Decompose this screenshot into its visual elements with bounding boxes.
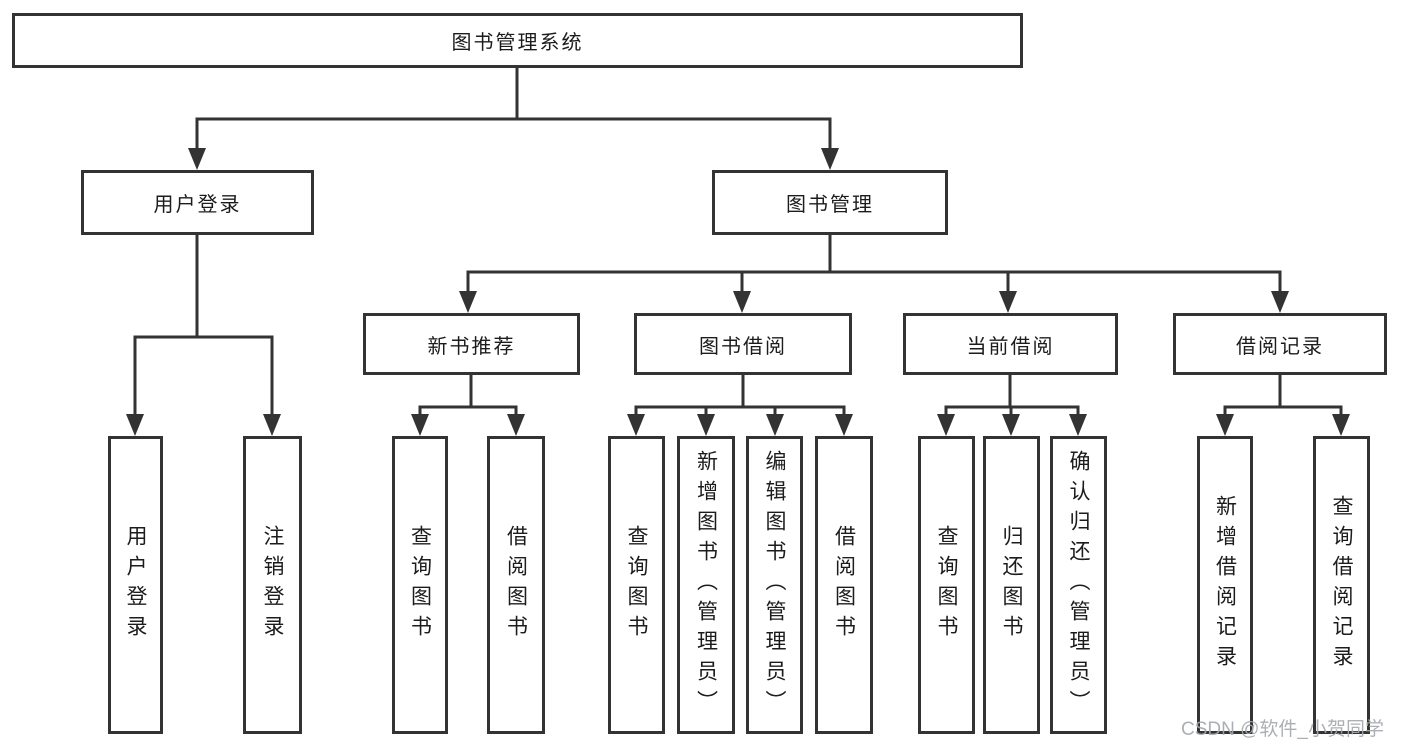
- leaf-confirm-return-admin: 确认归还（管理员）: [1050, 436, 1107, 734]
- leaf-borrow-books-recommend-label: 借阅图书: [504, 525, 528, 645]
- node-current-borrow-label: 当前借阅: [966, 335, 1055, 358]
- node-current-borrow: 当前借阅: [903, 313, 1118, 375]
- leaf-borrow-books-label: 借阅图书: [832, 525, 856, 645]
- node-root-label: 图书管理系统: [451, 32, 584, 54]
- leaf-query-books-borrow: 查询图书: [608, 436, 665, 734]
- node-new-book-recommend-label: 新书推荐: [427, 335, 516, 358]
- leaf-query-books-current: 查询图书: [918, 436, 975, 734]
- node-borrow-records-label: 借阅记录: [1236, 335, 1324, 358]
- leaf-query-books-recommend-label: 查询图书: [408, 525, 432, 645]
- leaf-query-borrow-record: 查询借阅记录: [1313, 436, 1370, 734]
- leaf-add-book-admin: 新增图书（管理员）: [677, 436, 735, 734]
- node-book-management: 图书管理: [712, 170, 948, 235]
- leaf-logout: 注销登录: [243, 436, 302, 734]
- leaf-query-borrow-record-label: 查询借阅记录: [1330, 495, 1353, 675]
- leaf-borrow-books-recommend: 借阅图书: [487, 436, 545, 734]
- leaf-borrow-books: 借阅图书: [815, 436, 873, 734]
- node-root: 图书管理系统: [12, 13, 1023, 68]
- node-book-management-label: 图书管理: [786, 194, 874, 216]
- leaf-user-login: 用户登录: [108, 436, 163, 734]
- leaf-add-book-admin-label: 新增图书（管理员）: [694, 450, 718, 720]
- node-borrow-records: 借阅记录: [1173, 313, 1387, 375]
- node-new-book-recommend: 新书推荐: [363, 313, 580, 375]
- leaf-return-book-label: 归还图书: [1000, 525, 1023, 645]
- leaf-query-books-current-label: 查询图书: [935, 525, 958, 645]
- leaf-add-borrow-record: 新增借阅记录: [1197, 436, 1253, 734]
- leaf-query-books-recommend: 查询图书: [392, 436, 448, 734]
- leaf-add-borrow-record-label: 新增借阅记录: [1213, 495, 1237, 675]
- leaf-confirm-return-admin-label: 确认归还（管理员）: [1067, 450, 1090, 720]
- leaf-edit-book-admin: 编辑图书（管理员）: [746, 436, 803, 734]
- leaf-query-books-borrow-label: 查询图书: [625, 525, 648, 645]
- node-user-login: 用户登录: [81, 170, 314, 235]
- node-book-borrow: 图书借阅: [634, 313, 852, 375]
- leaf-edit-book-admin-label: 编辑图书（管理员）: [763, 450, 786, 720]
- leaf-logout-label: 注销登录: [261, 525, 284, 645]
- node-book-borrow-label: 图书借阅: [699, 335, 787, 358]
- leaf-return-book: 归还图书: [983, 436, 1040, 734]
- node-user-login-label: 用户登录: [153, 194, 242, 216]
- leaf-user-login-label: 用户登录: [124, 525, 147, 645]
